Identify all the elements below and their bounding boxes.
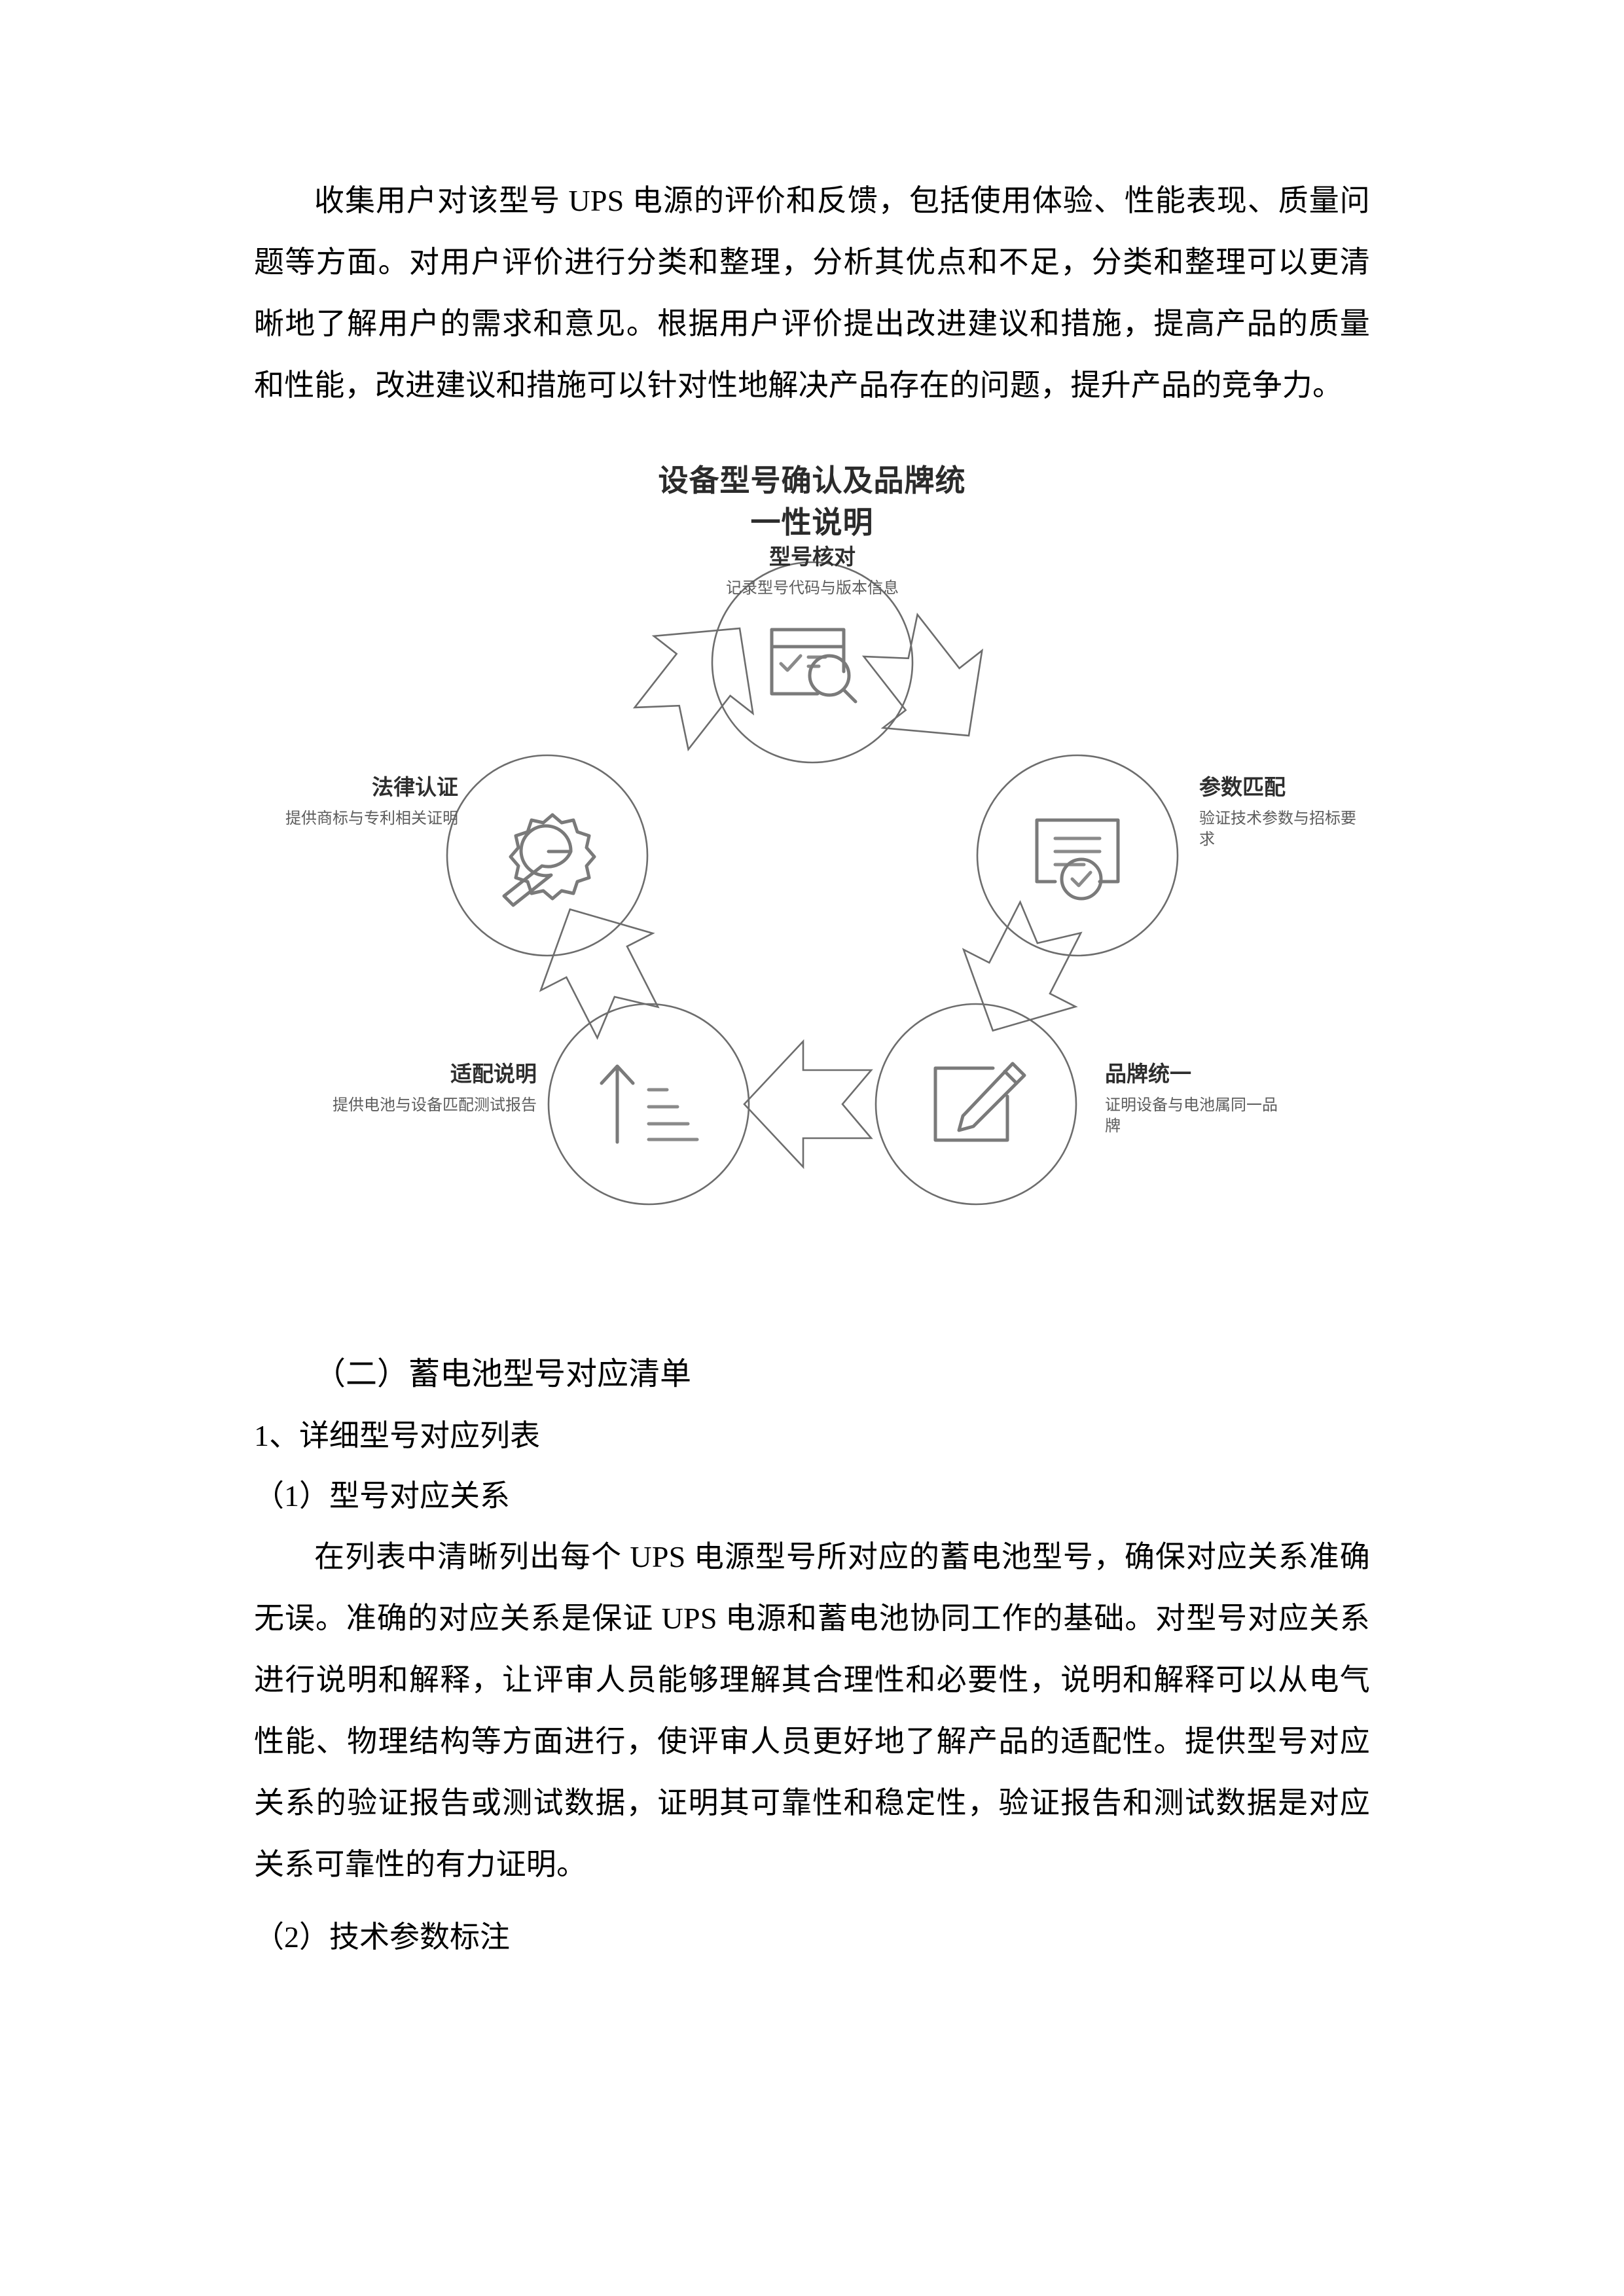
node-title-legal-certification: 法律认证 — [372, 774, 458, 800]
node-circle-adaptation-note — [547, 1003, 750, 1206]
node-title-parameter-match: 参数匹配 — [1199, 774, 1286, 800]
window-search-icon — [770, 628, 857, 704]
heading-section-battery-model-list: （二）蓄电池型号对应清单 — [314, 1357, 692, 1391]
heading-technical-parameter-annotation: （2）技术参数标注 — [254, 1920, 510, 1954]
heading-model-correspondence: （1）型号对应关系 — [254, 1479, 510, 1513]
paragraph-model-correspondence: 在列表中清晰列出每个 UPS 电源型号所对应的蓄电池型号，确保对应关系准确无误。… — [254, 1540, 1370, 1881]
node-title-model-check: 型号核对 — [769, 544, 856, 569]
heading-detailed-model-table: 1、详细型号对应列表 — [254, 1419, 540, 1452]
sort-ascending-icon — [600, 1064, 699, 1144]
figure-title-line-1: 设备型号确认及品牌统 — [658, 463, 966, 498]
wrench-gear-icon — [502, 813, 596, 907]
arrow-top-to-right — [861, 613, 984, 737]
node-circle-legal-certification — [446, 754, 649, 957]
arrow-right-to-bottom-right — [962, 900, 1083, 1032]
node-circle-model-check — [711, 561, 914, 764]
arrow-left-to-top — [632, 627, 755, 751]
arrow-bottom-left-to-left — [539, 908, 660, 1040]
figure-title-line-2: 一性说明 — [750, 505, 874, 540]
edit-pencil-square-icon — [933, 1062, 1026, 1142]
node-desc-brand-unify: 证明设备与电池属同一品牌 — [1105, 1096, 1278, 1135]
certificate-check-icon — [1035, 818, 1120, 901]
node-desc-model-check: 记录型号代码与版本信息 — [726, 579, 899, 597]
node-desc-adaptation-note: 提供电池与设备匹配测试报告 — [333, 1096, 537, 1114]
arrow-bottom-right-to-bottom-left — [743, 1039, 873, 1170]
figure-title: 设备型号确认及品牌统 一性说明 — [254, 459, 1370, 543]
node-circle-parameter-match — [976, 754, 1179, 957]
node-title-brand-unify: 品牌统一 — [1105, 1061, 1191, 1086]
page-content: 收集用户对该型号 UPS 电源的评价和反馈，包括使用体验、性能表现、质量问题等方… — [254, 0, 1370, 1967]
node-title-adaptation-note: 适配说明 — [450, 1061, 537, 1086]
cycle-diagram-svg: .c { fill:none; stroke:#6d6d6d; stroke-w… — [446, 561, 1179, 1206]
node-desc-parameter-match: 验证技术参数与招标要求 — [1199, 809, 1356, 848]
figure-model-confirmation-diagram: 设备型号确认及品牌统 一性说明 .c { fill:none; stroke:#… — [254, 446, 1370, 1336]
node-desc-legal-certification: 提供商标与专利相关证明 — [285, 809, 458, 827]
paragraph-user-feedback: 收集用户对该型号 UPS 电源的评价和反馈，包括使用体验、性能表现、质量问题等方… — [254, 184, 1370, 402]
node-circle-brand-unify — [875, 1003, 1077, 1206]
